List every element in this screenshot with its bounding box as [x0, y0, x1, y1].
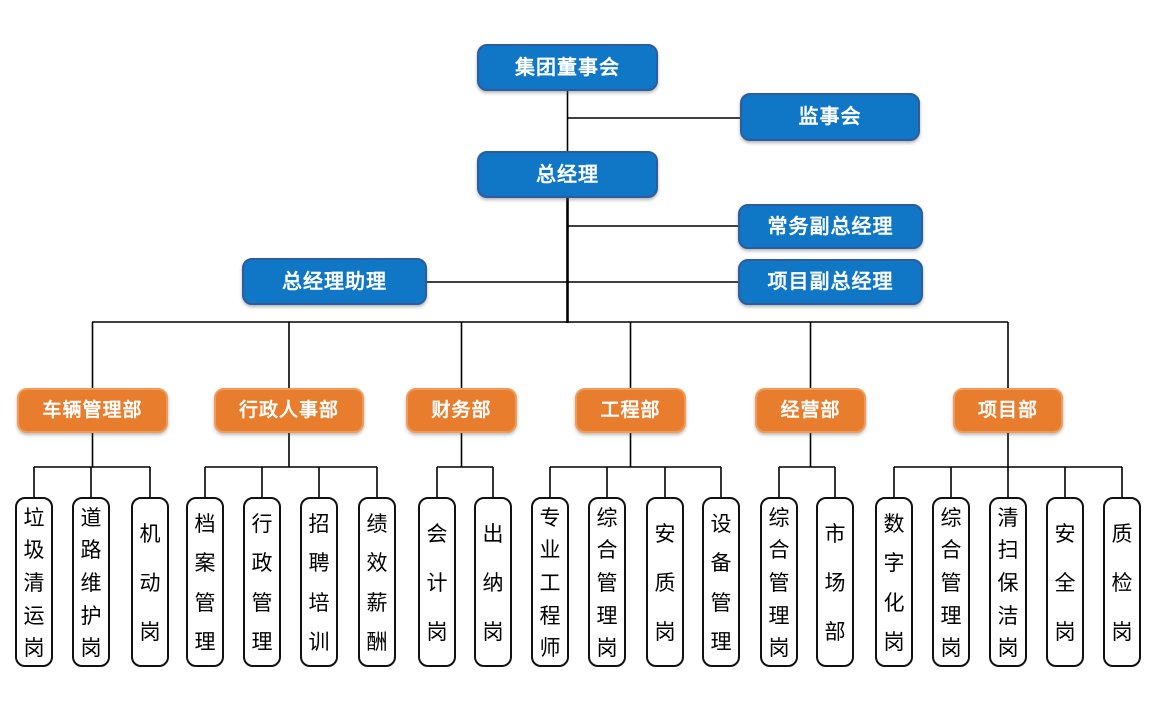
node-post-cleaning: 清扫保洁岗 [989, 497, 1027, 667]
post-label: 行政管理 [251, 513, 273, 654]
node-post-professional-engineer: 专业工程师 [531, 497, 569, 667]
node-post-general-management-ops: 综合管理岗 [760, 497, 798, 667]
node-dept-admin-hr: 行政人事部 [214, 388, 364, 433]
post-label: 出纳岗 [482, 523, 504, 644]
node-post-cashier: 出纳岗 [474, 497, 512, 667]
node-post-accountant: 会计岗 [418, 497, 456, 667]
node-post-digitalization: 数字化岗 [875, 497, 913, 667]
post-label: 市场部 [824, 523, 846, 644]
post-label: 垃圾清运岗 [23, 506, 45, 661]
post-label: 档案管理 [194, 513, 216, 654]
node-post-garbage-removal: 垃圾清运岗 [15, 497, 53, 667]
node-project-deputy-gm: 项目副总经理 [738, 259, 923, 305]
post-label: 设备管理 [710, 513, 732, 654]
node-post-general-management-eng: 综合管理岗 [588, 497, 626, 667]
post-label: 综合管理岗 [768, 506, 790, 661]
node-post-archives-management: 档案管理 [186, 497, 224, 667]
node-post-general-management-proj: 综合管理岗 [932, 497, 970, 667]
node-post-admin-management: 行政管理 [243, 497, 281, 667]
node-dept-operations: 经营部 [755, 388, 866, 433]
node-post-road-maintenance: 道路维护岗 [72, 497, 110, 667]
post-label: 会计岗 [426, 523, 448, 644]
post-label: 专业工程师 [539, 506, 561, 661]
node-dept-project: 项目部 [953, 388, 1063, 433]
node-post-safety-quality: 安质岗 [646, 497, 684, 667]
post-label: 清扫保洁岗 [997, 506, 1019, 661]
post-label: 综合管理岗 [596, 506, 618, 661]
post-label: 质检岗 [1111, 523, 1133, 644]
post-label: 机动岗 [139, 523, 161, 644]
post-label: 安质岗 [654, 523, 676, 644]
post-label: 招聘培训 [308, 513, 330, 654]
node-post-recruit-training: 招聘培训 [300, 497, 338, 667]
node-dept-finance: 财务部 [406, 388, 517, 433]
node-post-market: 市场部 [816, 497, 854, 667]
node-post-quality-inspection: 质检岗 [1103, 497, 1141, 667]
node-post-safety: 安全岗 [1046, 497, 1084, 667]
node-gm-assistant: 总经理助理 [242, 258, 427, 305]
node-supervisory-board: 监事会 [740, 93, 920, 141]
node-dept-engineering: 工程部 [575, 388, 686, 433]
post-label: 综合管理岗 [940, 506, 962, 661]
node-executive-deputy-gm: 常务副总经理 [738, 204, 923, 249]
node-post-equipment-management: 设备管理 [702, 497, 740, 667]
post-label: 数字化岗 [883, 513, 905, 654]
post-label: 安全岗 [1054, 523, 1076, 644]
node-post-mobile: 机动岗 [131, 497, 169, 667]
node-general-manager: 总经理 [477, 151, 658, 198]
node-post-performance-pay: 绩效薪酬 [358, 497, 396, 667]
post-label: 道路维护岗 [80, 506, 102, 661]
node-dept-vehicle-management: 车辆管理部 [17, 388, 168, 433]
post-label: 绩效薪酬 [366, 513, 388, 654]
node-group-board: 集团董事会 [477, 44, 658, 91]
